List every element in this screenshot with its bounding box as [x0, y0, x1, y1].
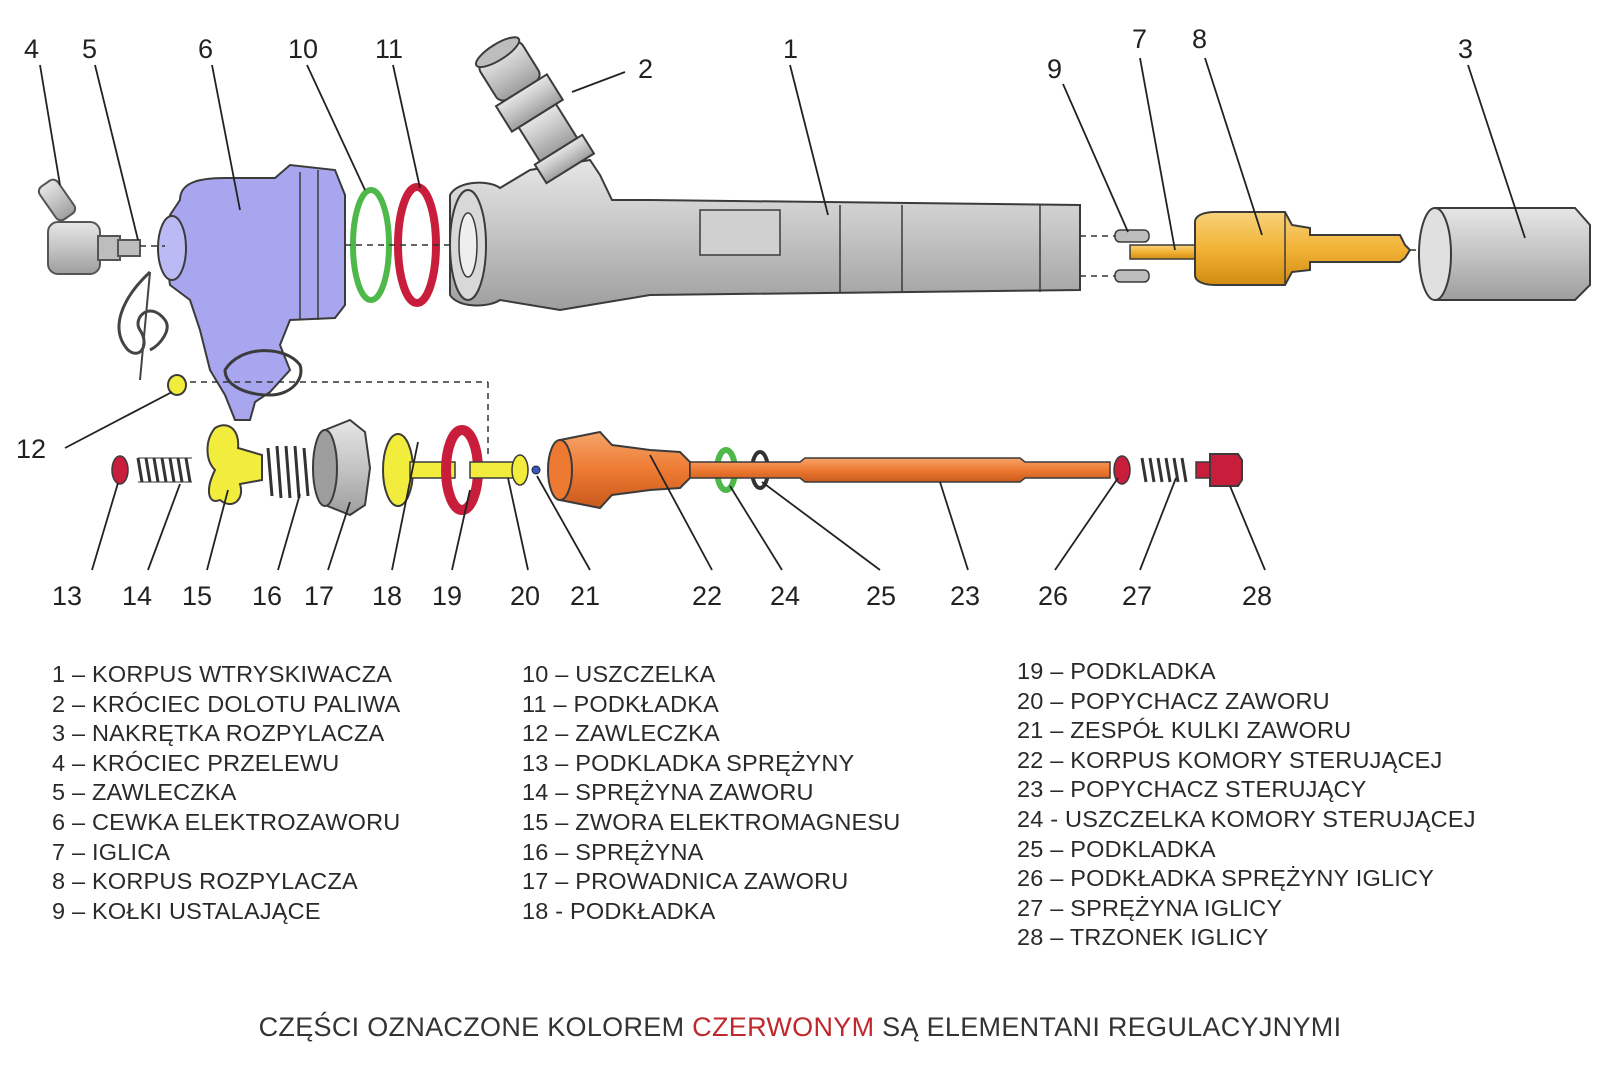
- callout-10: 10: [288, 34, 318, 64]
- callout-20: 20: [510, 581, 540, 611]
- legend-item: 15 – ZWORA ELEKTROMAGNESU: [522, 808, 901, 835]
- callout-17: 17: [304, 581, 334, 611]
- legend-column-3: 19 – PODKLADKA 20 – POPYCHACZ ZAWORU 21 …: [1017, 657, 1476, 953]
- callout-13: 13: [52, 581, 82, 611]
- callout-16: 16: [252, 581, 282, 611]
- callout-1: 1: [783, 34, 798, 64]
- legend-item: 26 – PODKŁADKA SPRĘŻYNY IGLICY: [1017, 865, 1434, 892]
- legend-column-1: 1 – KORPUS WTRYSKIWACZA 2 – KRÓCIEC DOLO…: [52, 660, 400, 926]
- legend-item: 5 – ZAWLECZKA: [52, 779, 237, 806]
- part-22-control-chamber: [547, 430, 691, 510]
- callout-5: 5: [82, 34, 97, 64]
- callout-15: 15: [182, 581, 212, 611]
- legend-item: 3 – NAKRĘTKA ROZPYLACZA: [52, 720, 385, 747]
- legend-item: 24 - USZCZELKA KOMORY STERUJĄCEJ: [1017, 805, 1476, 832]
- part-1-injector-body: [449, 158, 1081, 312]
- callout-7: 7: [1132, 24, 1147, 54]
- legend-item: 11 – PODKŁADKA: [522, 690, 719, 717]
- callout-28: 28: [1242, 581, 1272, 611]
- legend-item: 4 – KRÓCIEC PRZELEWU: [52, 749, 340, 776]
- legend-item: 14 – SPRĘŻYNA ZAWORU: [522, 779, 814, 806]
- legend-item: 21 – ZESPÓŁ KULKI ZAWORU: [1017, 717, 1352, 744]
- callout-3: 3: [1458, 34, 1473, 64]
- part-9-dowel-pins: [1114, 229, 1150, 283]
- part-3-nozzle-nut: [1418, 207, 1591, 301]
- footer-text-before: CZĘŚCI OZNACZONE KOLOREM: [258, 1012, 693, 1042]
- callout-6: 6: [198, 34, 213, 64]
- part-16-spring: [266, 445, 310, 499]
- leader-lines: [39, 57, 1526, 571]
- part-13-spring-washer: [111, 455, 129, 485]
- legend-item: 27 – SPRĘŻYNA IGLICY: [1017, 894, 1283, 921]
- legend-item: 25 – PODKLADKA: [1017, 835, 1216, 862]
- legend-item: 19 – PODKLADKA: [1017, 658, 1216, 684]
- callout-25: 25: [866, 581, 896, 611]
- part-4-overflow-connector: [37, 178, 141, 275]
- callout-14: 14: [122, 581, 152, 611]
- part-28-needle-stem: [1195, 453, 1243, 487]
- callout-2: 2: [638, 54, 653, 84]
- part-21-ball-valve: [531, 465, 541, 475]
- legend-column-2: 10 – USZCZELKA 11 – PODKŁADKA 12 – ZAWLE…: [522, 660, 900, 926]
- callout-27: 27: [1122, 581, 1152, 611]
- legend-item: 22 – KORPUS KOMORY STERUJĄCEJ: [1017, 746, 1443, 773]
- part-15-armature: [206, 424, 263, 505]
- part-27-needle-spring: [1140, 457, 1188, 483]
- callout-26: 26: [1038, 581, 1068, 611]
- legend-item: 17 – PROWADNICA ZAWORU: [522, 868, 849, 895]
- callout-24: 24: [770, 581, 800, 611]
- legend-item: 20 – POPYCHACZ ZAWORU: [1017, 687, 1330, 714]
- callout-4: 4: [24, 34, 39, 64]
- part-23-control-pushrod: [689, 457, 1111, 483]
- assembly-guide-lines: [140, 235, 1420, 455]
- part-20-valve-pushrod: [469, 454, 529, 486]
- callout-11: 11: [375, 34, 403, 64]
- callout-12: 12: [16, 434, 46, 464]
- callout-23: 23: [950, 581, 980, 611]
- part-6-solenoid-coil: [157, 163, 346, 421]
- part-2-fuel-inlet: [474, 36, 596, 185]
- callout-9: 9: [1047, 54, 1062, 84]
- callout-21: 21: [570, 581, 600, 611]
- legend-item: 1 – KORPUS WTRYSKIWACZA: [52, 661, 393, 687]
- part-8-nozzle-body: [1129, 211, 1412, 286]
- footer-highlight-red: CZERWONYM: [692, 1012, 875, 1042]
- legend-item: 2 – KRÓCIEC DOLOTU PALIWA: [52, 690, 401, 717]
- callout-19: 19: [432, 581, 462, 611]
- part-14-valve-spring: [136, 457, 192, 483]
- footer-text-after: SĄ ELEMENTANI REGULACYJNYMI: [874, 1012, 1342, 1042]
- legend-item: 13 – PODKLADKA SPRĘŻYNY: [522, 749, 855, 776]
- legend-item: 7 – IGLICA: [52, 838, 171, 865]
- legend-item: 6 – CEWKA ELEKTROZAWORU: [52, 808, 401, 835]
- part-12-cotter-pin: [167, 374, 187, 396]
- legend-item: 10 – USZCZELKA: [522, 661, 716, 687]
- part-18-washer: [382, 433, 414, 507]
- callout-18: 18: [372, 581, 402, 611]
- callout-numbers: 4 5 6 10 11 2 1 9 7 8 3 12 13 14 15 16 1…: [16, 24, 1473, 611]
- part-17-valve-guide: [312, 418, 372, 517]
- exploded-injector-diagram: 4 5 6 10 11 2 1 9 7 8 3 12 13 14 15 16 1…: [16, 24, 1591, 611]
- legend-item: 12 – ZAWLECZKA: [522, 720, 720, 747]
- callout-8: 8: [1192, 24, 1207, 54]
- part-5-clip: [117, 270, 169, 381]
- legend-item: 9 – KOŁKI USTALAJĄCE: [52, 897, 321, 924]
- legend-item: 28 – TRZONEK IGLICY: [1017, 924, 1269, 951]
- callout-22: 22: [692, 581, 722, 611]
- legend-item: 18 - PODKŁADKA: [522, 897, 716, 924]
- legend-item: 23 – POPYCHACZ STERUJĄCY: [1017, 776, 1367, 803]
- legend-item: 16 – SPRĘŻYNA: [522, 838, 704, 865]
- part-26-needle-spring-washer: [1113, 455, 1131, 485]
- footer-note: CZĘŚCI OZNACZONE KOLOREM CZERWONYM SĄ EL…: [0, 1012, 1600, 1043]
- legend-item: 8 – KORPUS ROZPYLACZA: [52, 868, 358, 895]
